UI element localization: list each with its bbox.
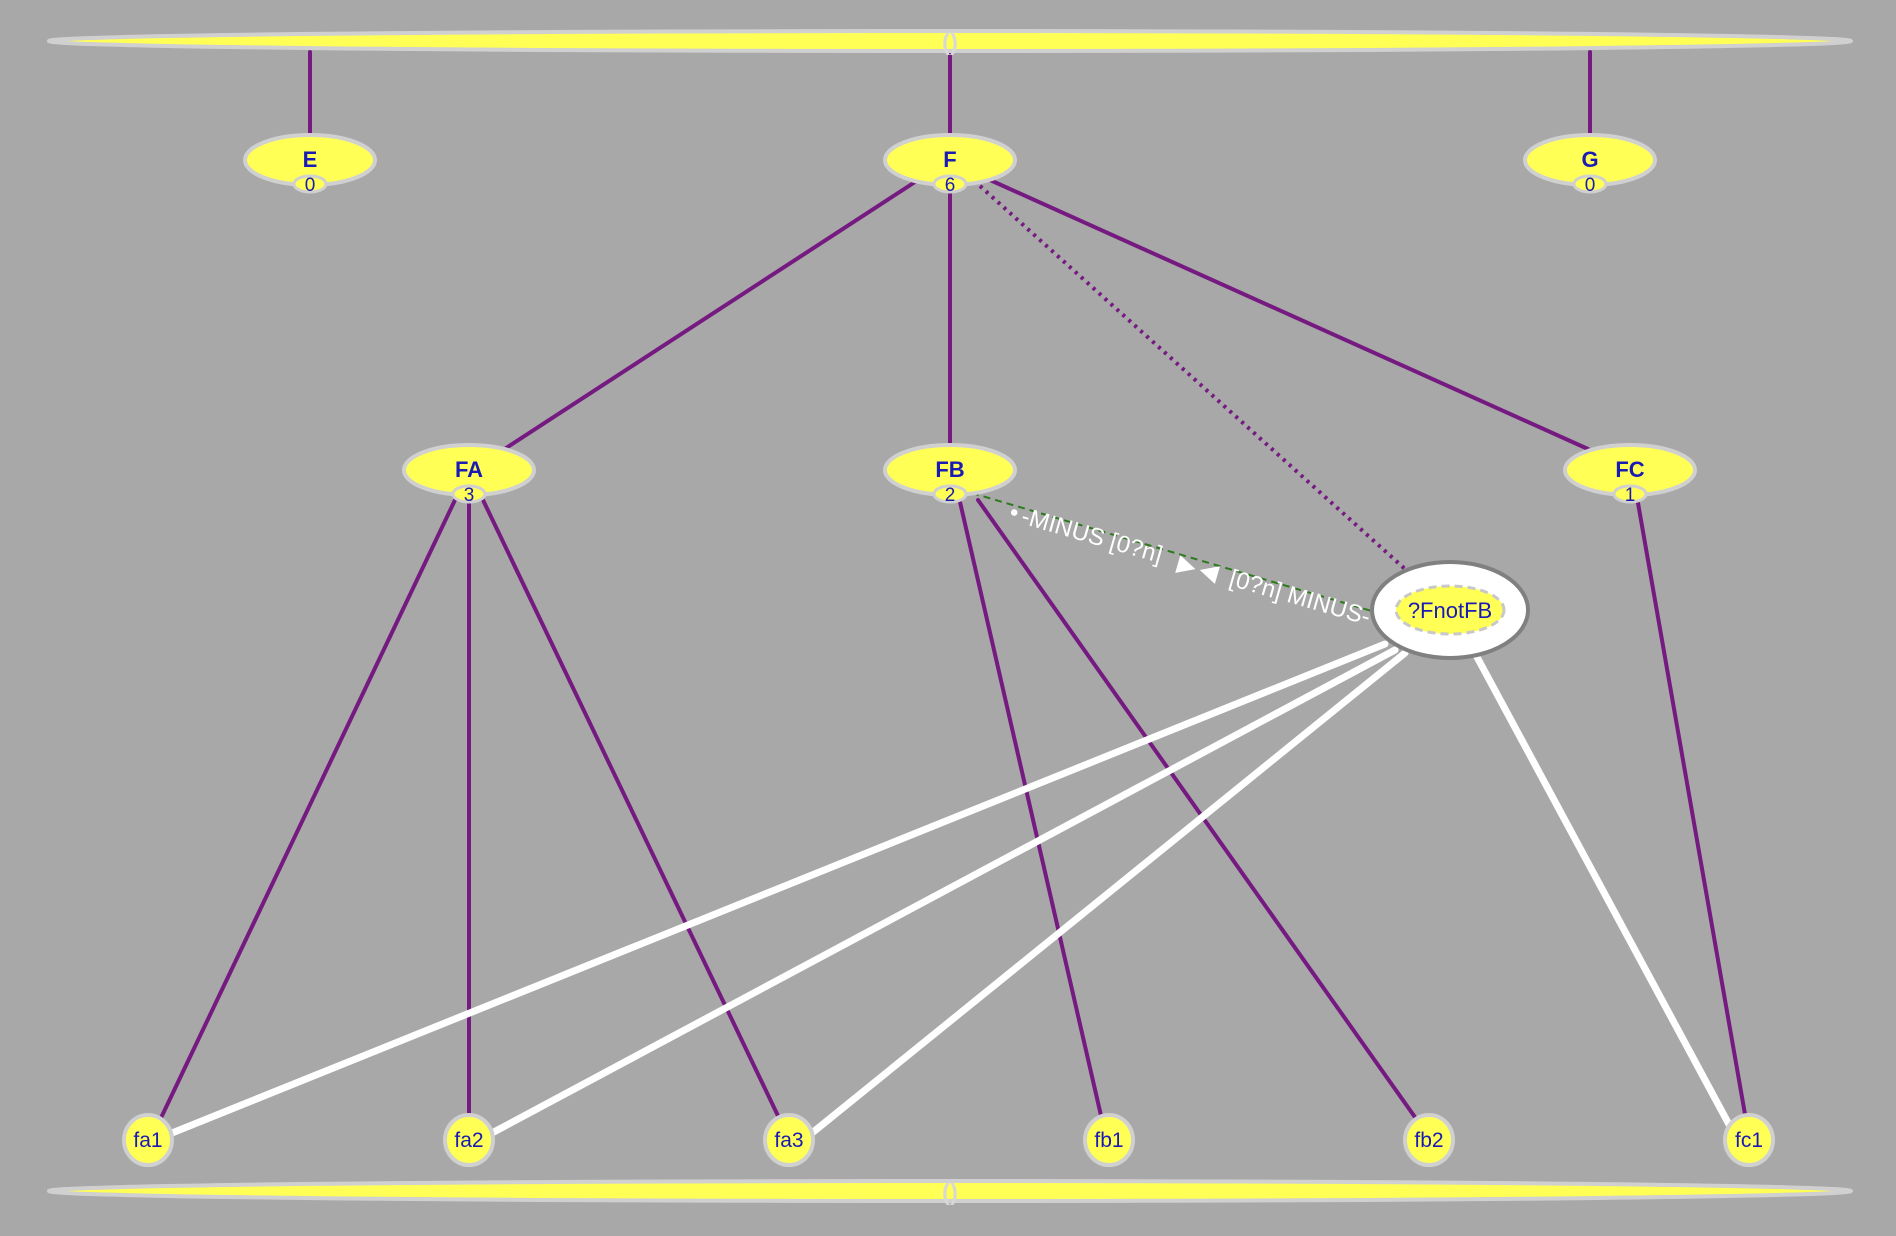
- edge-FC-fc1: [1636, 501, 1748, 1122]
- leaf-fa2[interactable]: fa2: [443, 1113, 495, 1167]
- match-edge-fa3: [808, 649, 1409, 1137]
- edge-F-FA: [501, 180, 917, 452]
- leaf-fa1-label: fa1: [133, 1129, 162, 1152]
- edge-FA-fa3: [481, 498, 782, 1122]
- match-edge-fa2: [488, 646, 1399, 1137]
- leaf-fc1[interactable]: fc1: [1723, 1113, 1775, 1167]
- node-F[interactable]: F 6: [883, 133, 1017, 196]
- node-FA-count: 3: [464, 485, 475, 506]
- hierarchy-edges: [158, 50, 1748, 1122]
- node-G-count: 0: [1585, 175, 1596, 196]
- node-G-name: G: [1581, 147, 1598, 172]
- minus-edge-labels: • -MINUS [0?n] ▶ ◀ [0?n] MINUS-: [1006, 499, 1373, 631]
- match-edge-fc1: [1473, 653, 1736, 1134]
- node-FA-name: FA: [455, 457, 483, 482]
- minus-label-left: -MINUS [0?n]: [1018, 503, 1165, 569]
- node-FC-count: 1: [1625, 485, 1636, 506]
- variable-name: ?FnotFB: [1408, 598, 1492, 623]
- node-FA[interactable]: FA 3: [402, 443, 536, 506]
- node-E[interactable]: E 0: [243, 133, 377, 196]
- node-F-count: 6: [945, 175, 956, 196]
- leaf-fa3-label: fa3: [774, 1129, 803, 1152]
- leaf-fa2-label: fa2: [454, 1129, 483, 1152]
- edge-FB-fb1: [958, 500, 1104, 1122]
- bottom-bar: (): [47, 1179, 1853, 1206]
- minus-arrow-left-icon: ◀: [1196, 556, 1222, 587]
- node-G[interactable]: G 0: [1523, 133, 1657, 196]
- edge-F-FC: [988, 178, 1590, 451]
- minus-label-right: [0?n] MINUS-: [1226, 565, 1373, 631]
- node-E-name: E: [303, 147, 318, 172]
- top-bar: (): [47, 29, 1853, 56]
- leaf-fa1[interactable]: fa1: [122, 1113, 174, 1167]
- minus-arrow-right-icon: ▶: [1174, 550, 1200, 581]
- match-edge-fa1: [168, 640, 1389, 1137]
- node-E-count: 0: [305, 175, 316, 196]
- minus-edge: [971, 492, 1403, 621]
- node-FC[interactable]: FC 1: [1563, 443, 1697, 506]
- variable-node[interactable]: ?FnotFB: [1370, 560, 1530, 660]
- node-FB[interactable]: FB 2: [883, 443, 1017, 506]
- node-FB-name: FB: [935, 457, 964, 482]
- node-F-name: F: [943, 147, 956, 172]
- leaf-fb1[interactable]: fb1: [1083, 1113, 1135, 1167]
- leaf-fc1-label: fc1: [1735, 1129, 1763, 1152]
- match-edges: [168, 640, 1736, 1137]
- bottom-bar-label: (): [942, 1179, 958, 1206]
- node-FB-count: 2: [945, 485, 956, 506]
- leaf-fb1-label: fb1: [1094, 1129, 1123, 1152]
- leaf-fb2[interactable]: fb2: [1403, 1113, 1455, 1167]
- leaf-fb2-label: fb2: [1414, 1129, 1443, 1152]
- leaf-fa3[interactable]: fa3: [763, 1113, 815, 1167]
- node-FC-name: FC: [1615, 457, 1644, 482]
- top-bar-label: (): [942, 29, 958, 56]
- edge-FA-fa1: [158, 498, 457, 1122]
- edge-FB-fb2: [976, 498, 1419, 1122]
